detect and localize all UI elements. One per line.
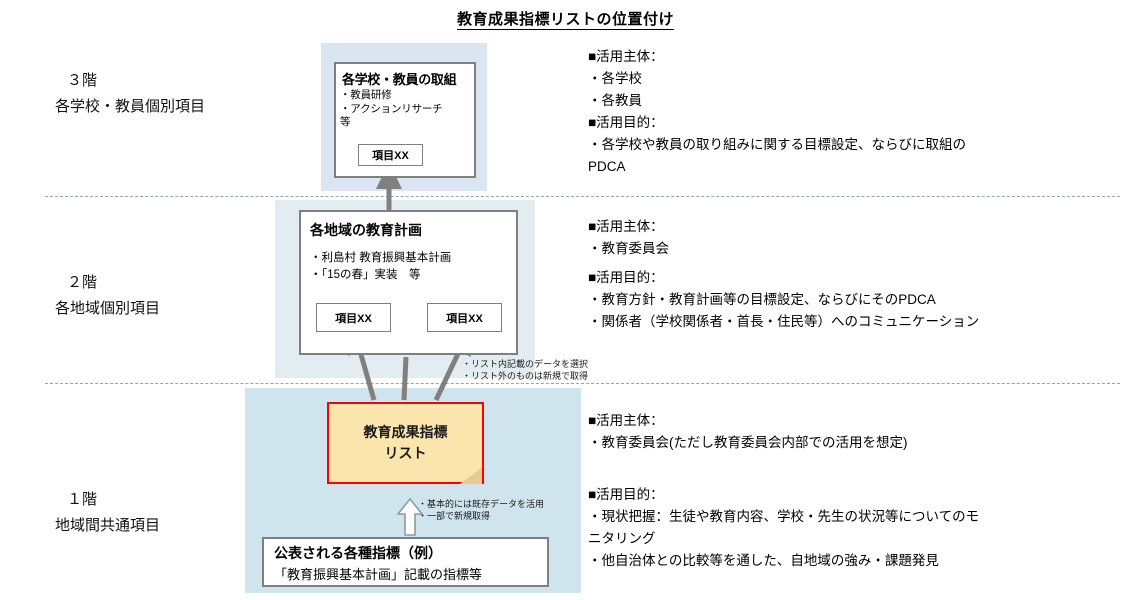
education-outcome-indicator-list-box: 教育成果指標 リスト xyxy=(327,402,484,484)
tier3-box-line-3: 等 xyxy=(340,116,351,128)
tier3-usage-purpose-1-cont: PDCA xyxy=(588,159,626,174)
tier1-usage-subject-1: ・教育委員会(ただし教育委員会内部での活用を想定) xyxy=(588,435,908,450)
tier3-description: 各学校・教員個別項目 xyxy=(55,98,206,115)
tier3-usage-purpose-1: ・各学校や教員の取り組みに関する目標設定、ならびに取組の xyxy=(588,137,966,152)
published-box-subtitle: 「教育振興基本計画」記載の指標等 xyxy=(274,567,483,582)
list-label-line-1: 教育成果指標 xyxy=(363,424,448,440)
tier1-usage-subject-block: ■活用主体： ・教育委員会(ただし教育委員会内部での活用を想定) xyxy=(588,410,1128,454)
tier-separator-upper xyxy=(45,196,1120,197)
annotation-select-line-1: ・リスト内記載のデータを選択 xyxy=(462,359,589,369)
list-sheet xyxy=(327,402,484,484)
tier2-floor: ２階 xyxy=(67,274,98,291)
tier2-box-title: 各地域の教育計画 xyxy=(310,222,422,238)
tier3-usage-subject-1: ・各学校 xyxy=(588,71,642,86)
tier3-floor: ３階 xyxy=(67,72,98,89)
annotation-existing-data: ・基本的には既存データを活用 ・一部で新規取得 xyxy=(418,498,544,522)
tier2-usage-subject-head: ■活用主体： xyxy=(588,219,664,234)
tier1-description: 地域間共通項目 xyxy=(55,517,161,534)
tier2-label: ２階 各地域個別項目 xyxy=(55,270,270,322)
tier1-label: １階 地域間共通項目 xyxy=(55,487,270,539)
page-title: 教育成果指標リストの位置付け xyxy=(0,8,1131,30)
tier1-usage-purpose-1-cont: ニタリング xyxy=(588,531,656,546)
tier3-usage-purpose-head: ■活用目的： xyxy=(588,115,664,130)
list-label-line-2: リスト xyxy=(384,445,427,461)
published-indicators-box: 公表される各種指標（例） 「教育振興基本計画」記載の指標等 xyxy=(262,537,549,587)
annotation-existing-line-1: ・基本的には既存データを活用 xyxy=(418,499,545,509)
tier3-box-line-1: ・教員研修 xyxy=(340,89,392,101)
tier2-usage-subject-1: ・教育委員会 xyxy=(588,241,669,256)
tier3-box-line-2: ・アクションリサーチ xyxy=(340,102,443,115)
tier3-usage-subject-2: ・各教員 xyxy=(588,93,642,108)
tier3-item-chip: 項目XX xyxy=(358,144,423,166)
tier2-usage-block: ■活用主体： ・教育委員会 ■活用目的： ・教育方針・教育計画等の目標設定、なら… xyxy=(588,216,1128,333)
tier2-box-line-2: ・「15の春」実装 等 xyxy=(310,269,421,281)
annotation-select-line-2: ・リスト外のものは新規で取得 xyxy=(462,371,589,381)
page-title-text: 教育成果指標リストの位置付け xyxy=(456,11,674,30)
tier3-box-body: ・教員研修 ・アクションリサーチ 等 xyxy=(340,89,474,130)
tier1-usage-purpose-2: ・他自治体との比較等を通した、自地域の強み・課題発見 xyxy=(588,553,939,568)
tier2-box-line-1: ・利島村 教育振興基本計画 xyxy=(310,252,452,264)
tier3-label: ３階 各学校・教員個別項目 xyxy=(55,68,270,120)
tier1-usage-purpose-block: ■活用目的： ・現状把握：生徒や教育内容、学校・先生の状況等についてのモ ニタリ… xyxy=(588,484,1128,572)
tier2-usage-purpose-2: ・関係者（学校関係者・首長・住民等）へのコミュニケーション xyxy=(588,314,980,329)
tier-separator-lower xyxy=(45,383,1120,384)
tier2-item-chip-right: 項目XX xyxy=(427,303,502,332)
tier2-item-chip-left: 項目XX xyxy=(316,303,391,332)
published-box-title: 公表される各種指標（例） xyxy=(274,545,442,561)
tier1-usage-purpose-head: ■活用目的： xyxy=(588,487,664,502)
tier2-usage-spacer xyxy=(588,260,1128,267)
tier3-usage-subject-head: ■活用主体： xyxy=(588,49,664,64)
tier1-usage-purpose-1: ・現状把握：生徒や教育内容、学校・先生の状況等についてのモ xyxy=(588,509,980,524)
tier2-box-body: ・利島村 教育振興基本計画 ・「15の春」実装 等 xyxy=(310,250,516,284)
annotation-existing-line-2: ・一部で新規取得 xyxy=(418,511,491,521)
tier2-box: 各地域の教育計画 ・利島村 教育振興基本計画 ・「15の春」実装 等 xyxy=(299,210,518,355)
tier3-usage-block: ■活用主体： ・各学校 ・各教員 ■活用目的： ・各学校や教員の取り組みに関する… xyxy=(588,46,1128,178)
tier2-usage-purpose-1: ・教育方針・教育計画等の目標設定、ならびにそのPDCA xyxy=(588,292,936,307)
list-label: 教育成果指標 リスト xyxy=(327,402,484,484)
tier2-usage-purpose-head: ■活用目的： xyxy=(588,270,664,285)
tier1-usage-subject-head: ■活用主体： xyxy=(588,413,664,428)
annotation-data-selection: ・リスト内記載のデータを選択 ・リスト外のものは新規で取得 xyxy=(462,358,588,382)
tier2-description: 各地域個別項目 xyxy=(55,300,161,317)
tier1-floor: １階 xyxy=(67,491,98,508)
tier3-box-title: 各学校・教員の取組 xyxy=(342,72,457,87)
